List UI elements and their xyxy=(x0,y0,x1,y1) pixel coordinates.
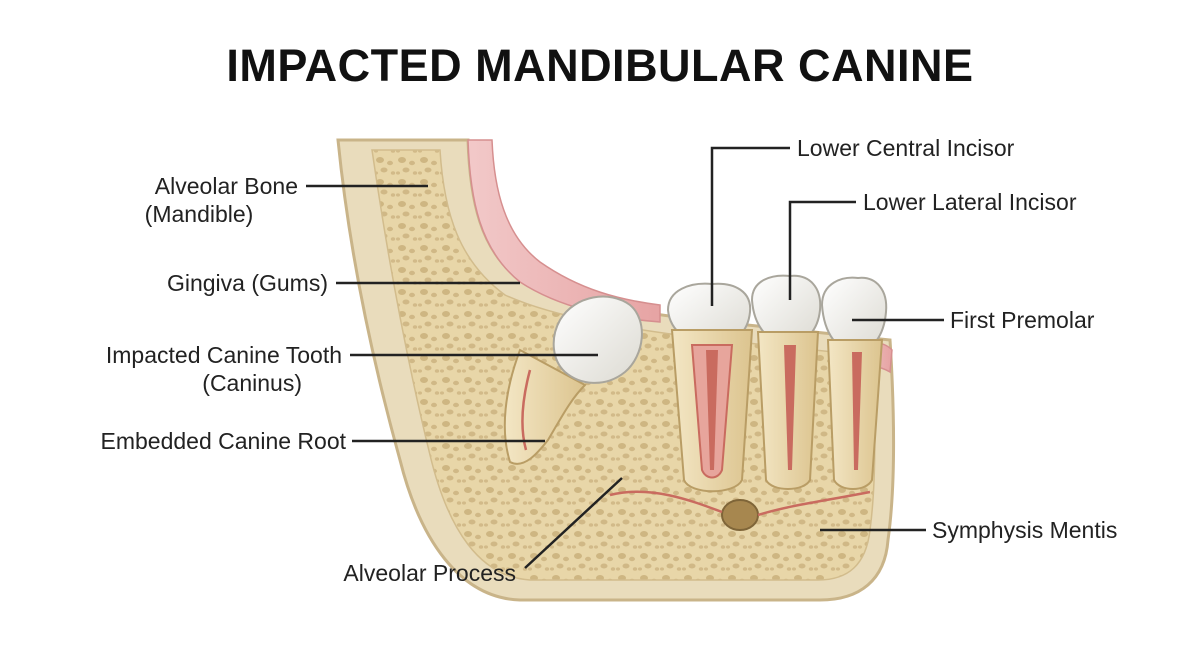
label-impacted-canine-line2: (Caninus) xyxy=(202,370,302,396)
lateral-incisor xyxy=(750,274,822,490)
label-embedded-root: Embedded Canine Root xyxy=(100,428,347,454)
label-symphysis: Symphysis Mentis xyxy=(932,517,1118,543)
label-alveolar-bone-line1: Alveolar Bone xyxy=(154,173,298,199)
label-impacted-canine-line1: Impacted Canine Tooth xyxy=(105,342,342,368)
label-alveolar-bone: Alveolar Bone (Mandible) xyxy=(100,172,298,228)
mandibular-canal xyxy=(721,499,759,531)
impacted-canine-crown xyxy=(552,295,643,384)
gingiva-shape xyxy=(467,139,661,323)
canine-root-canal xyxy=(521,369,532,451)
label-alveolar-bone-line2: (Mandible) xyxy=(144,201,254,227)
label-alveolar-process: Alveolar Process xyxy=(343,560,516,586)
label-central-incisor: Lower Central Incisor xyxy=(797,135,1015,161)
label-first-premolar: First Premolar xyxy=(950,307,1095,333)
label-impacted-canine: Impacted Canine Tooth (Caninus) xyxy=(50,341,342,397)
label-lateral-incisor: Lower Lateral Incisor xyxy=(863,189,1077,215)
nerve-vessels xyxy=(609,490,871,517)
embedded-canine-root-shape xyxy=(503,348,587,465)
first-premolar xyxy=(820,276,888,490)
central-incisor xyxy=(666,282,754,493)
diagram-title: IMPACTED MANDIBULAR CANINE xyxy=(226,40,974,91)
label-gingiva: Gingiva (Gums) xyxy=(166,270,328,296)
leader-lines xyxy=(306,146,944,569)
